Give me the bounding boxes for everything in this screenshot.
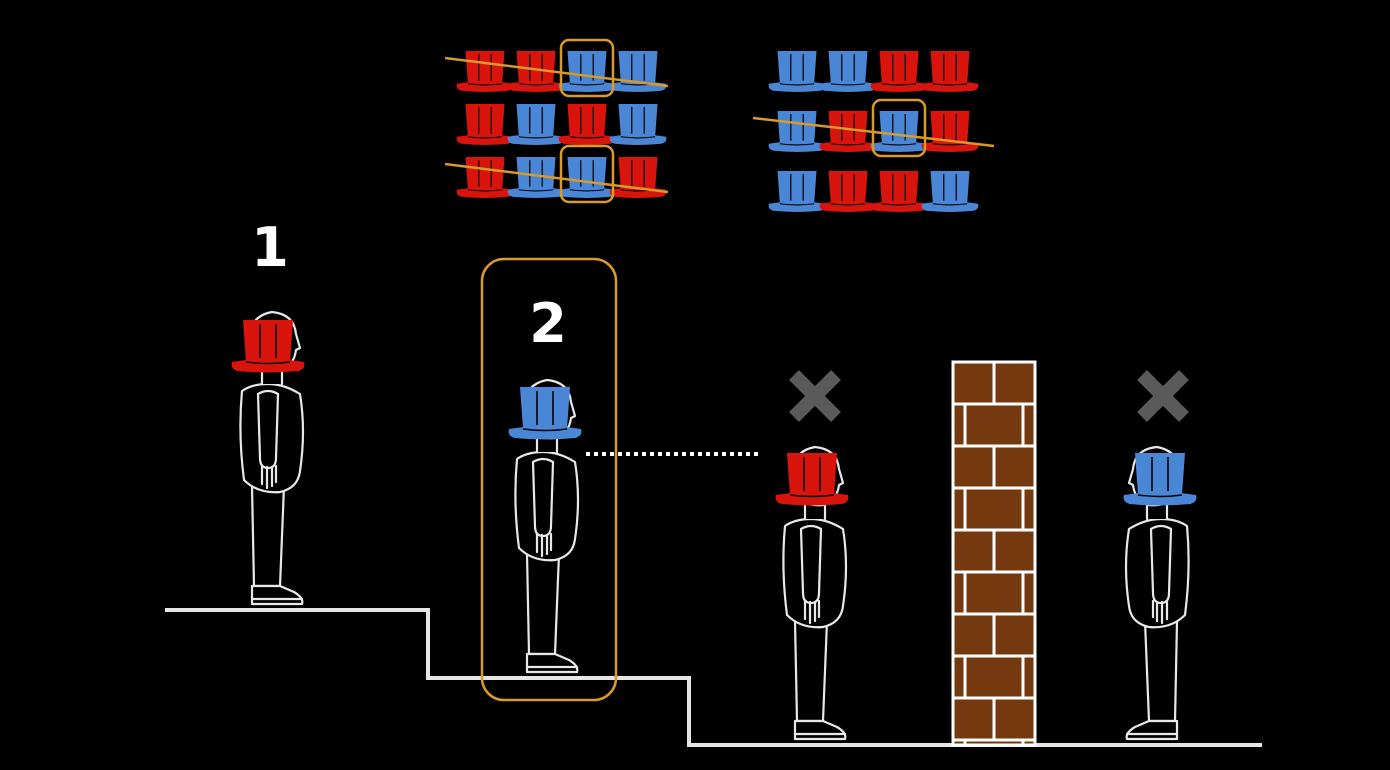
person-2-highlight-box <box>480 257 618 702</box>
selected-hat-box <box>871 98 927 158</box>
top-hat-icon <box>456 51 514 92</box>
top-hat-icon <box>768 171 826 212</box>
top-hat-icon <box>558 157 616 198</box>
top-hat-icon <box>507 104 565 145</box>
top-hat-icon <box>921 111 979 152</box>
strike-line <box>752 116 995 148</box>
top-hat-icon <box>819 171 877 212</box>
top-hat-icon <box>921 51 979 92</box>
top-hat-icon <box>768 51 826 92</box>
staircase-floor <box>165 608 1262 747</box>
brick-wall-icon <box>951 360 1037 747</box>
top-hat-icon <box>558 104 616 145</box>
selected-hat-box <box>559 38 615 98</box>
top-hat-icon <box>870 171 928 212</box>
person-2-label: 2 <box>529 292 567 355</box>
top-hat-icon <box>456 157 514 198</box>
strike-line <box>444 56 669 88</box>
top-hat-icon <box>609 104 667 145</box>
cross-icon <box>1142 375 1184 417</box>
person-1-label: 1 <box>251 216 289 279</box>
top-hat-icon <box>558 51 616 92</box>
selected-hat-box <box>559 144 615 204</box>
strike-line <box>444 162 669 194</box>
hat-grid-right <box>752 51 995 212</box>
top-hat-icon <box>870 51 928 92</box>
top-hat-icon <box>768 111 826 152</box>
top-hat-icon <box>456 104 514 145</box>
top-hat-icon <box>921 171 979 212</box>
top-hat-icon <box>819 51 877 92</box>
cross-icon <box>794 375 836 417</box>
hat-grid-left <box>444 38 669 204</box>
